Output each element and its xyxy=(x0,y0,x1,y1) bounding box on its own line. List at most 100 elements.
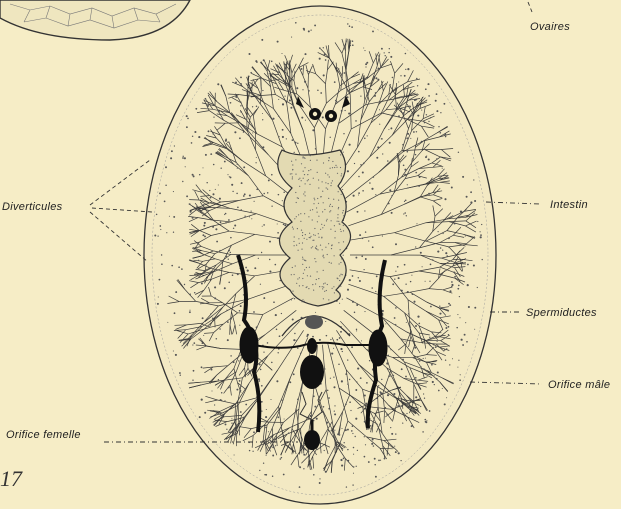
stipple-dot xyxy=(303,65,304,66)
stipple-dot xyxy=(365,258,367,260)
stipple-dot xyxy=(328,397,330,399)
stipple-dot xyxy=(279,335,281,337)
stipple-dot xyxy=(348,113,350,115)
stipple-dot xyxy=(199,207,200,208)
stipple-dot xyxy=(159,279,161,281)
stipple-dot xyxy=(294,333,295,334)
intestine-dot xyxy=(324,291,325,292)
stipple-dot xyxy=(390,127,392,129)
stipple-dot xyxy=(184,284,185,285)
intestine-dot xyxy=(295,174,296,175)
stipple-dot xyxy=(339,337,341,339)
stipple-dot xyxy=(390,349,391,350)
stipple-dot xyxy=(349,25,351,27)
intestine-dot xyxy=(320,245,321,246)
stipple-dot xyxy=(398,115,400,117)
stipple-dot xyxy=(439,132,441,134)
stipple-dot xyxy=(400,75,401,76)
intestine-dot xyxy=(330,210,331,211)
intestine-dot xyxy=(317,198,318,199)
stipple-dot xyxy=(351,346,353,348)
stipple-dot xyxy=(442,388,443,389)
stipple-dot xyxy=(271,206,272,207)
stipple-dot xyxy=(304,53,306,55)
stipple-dot xyxy=(175,291,177,293)
stipple-dot xyxy=(208,130,210,132)
intestine-dot xyxy=(335,231,336,232)
stipple-dot xyxy=(319,482,321,484)
stipple-dot xyxy=(312,336,314,338)
stipple-dot xyxy=(290,107,292,109)
stipple-dot xyxy=(406,322,407,323)
intestine-dot xyxy=(299,285,300,286)
intestine-dot xyxy=(304,167,305,168)
stipple-dot xyxy=(437,251,439,253)
stipple-dot xyxy=(296,87,298,89)
stipple-dot xyxy=(366,382,368,384)
stipple-dot xyxy=(165,184,167,186)
stipple-dot xyxy=(436,110,438,112)
intestine-dot xyxy=(294,218,295,219)
stipple-dot xyxy=(356,304,358,306)
stipple-dot xyxy=(241,209,242,210)
stipple-dot xyxy=(203,204,205,206)
stipple-dot xyxy=(385,55,386,56)
stipple-dot xyxy=(219,198,221,200)
stipple-dot xyxy=(325,471,327,473)
stipple-dot xyxy=(198,260,199,261)
stipple-dot xyxy=(198,210,199,211)
stipple-dot xyxy=(364,50,365,51)
stipple-dot xyxy=(164,201,166,203)
intestine-dot xyxy=(302,301,303,302)
stipple-dot xyxy=(347,383,348,384)
intestine-dot xyxy=(317,212,318,213)
stipple-dot xyxy=(270,399,271,400)
stipple-dot xyxy=(282,103,284,105)
intestine-dot xyxy=(291,173,292,174)
stipple-dot xyxy=(388,52,389,53)
stipple-dot xyxy=(234,131,236,133)
stipple-dot xyxy=(259,470,260,471)
stipple-dot xyxy=(437,371,439,373)
stipple-dot xyxy=(260,369,262,371)
intestine-dot xyxy=(304,191,305,192)
stipple-dot xyxy=(210,153,212,155)
stipple-dot xyxy=(465,236,466,237)
stipple-dot xyxy=(404,108,406,110)
stipple-dot xyxy=(341,428,342,429)
stipple-dot xyxy=(320,92,322,94)
stipple-dot xyxy=(428,121,429,122)
intestine-dot xyxy=(331,182,332,183)
stipple-dot xyxy=(417,316,419,318)
stipple-dot xyxy=(378,68,380,70)
stipple-dot xyxy=(211,390,212,391)
stipple-dot xyxy=(344,72,346,74)
stipple-dot xyxy=(224,400,225,401)
label-male-orifice: Orifice mâle xyxy=(548,379,610,391)
stipple-dot xyxy=(283,474,285,476)
stipple-dot xyxy=(179,372,181,374)
intestine-dot xyxy=(340,286,341,287)
stipple-dot xyxy=(410,138,411,139)
stipple-dot xyxy=(206,182,207,183)
intestine-dot xyxy=(295,192,296,193)
stipple-dot xyxy=(230,355,232,357)
stipple-dot xyxy=(216,338,218,340)
intestine-dot xyxy=(323,287,324,288)
stipple-dot xyxy=(404,75,406,77)
stipple-dot xyxy=(375,291,376,292)
stipple-dot xyxy=(443,103,445,105)
intestine-dot xyxy=(304,213,305,214)
stipple-dot xyxy=(387,394,389,396)
stipple-dot xyxy=(385,407,386,408)
stipple-dot xyxy=(448,334,449,335)
stipple-dot xyxy=(192,379,193,380)
stipple-dot xyxy=(229,431,231,433)
intestine-dot xyxy=(303,156,304,157)
stipple-dot xyxy=(401,368,403,370)
intestine-dot xyxy=(314,198,315,199)
intestine-dot xyxy=(320,229,321,230)
stipple-dot xyxy=(272,476,273,477)
intestine-dot xyxy=(334,292,335,293)
